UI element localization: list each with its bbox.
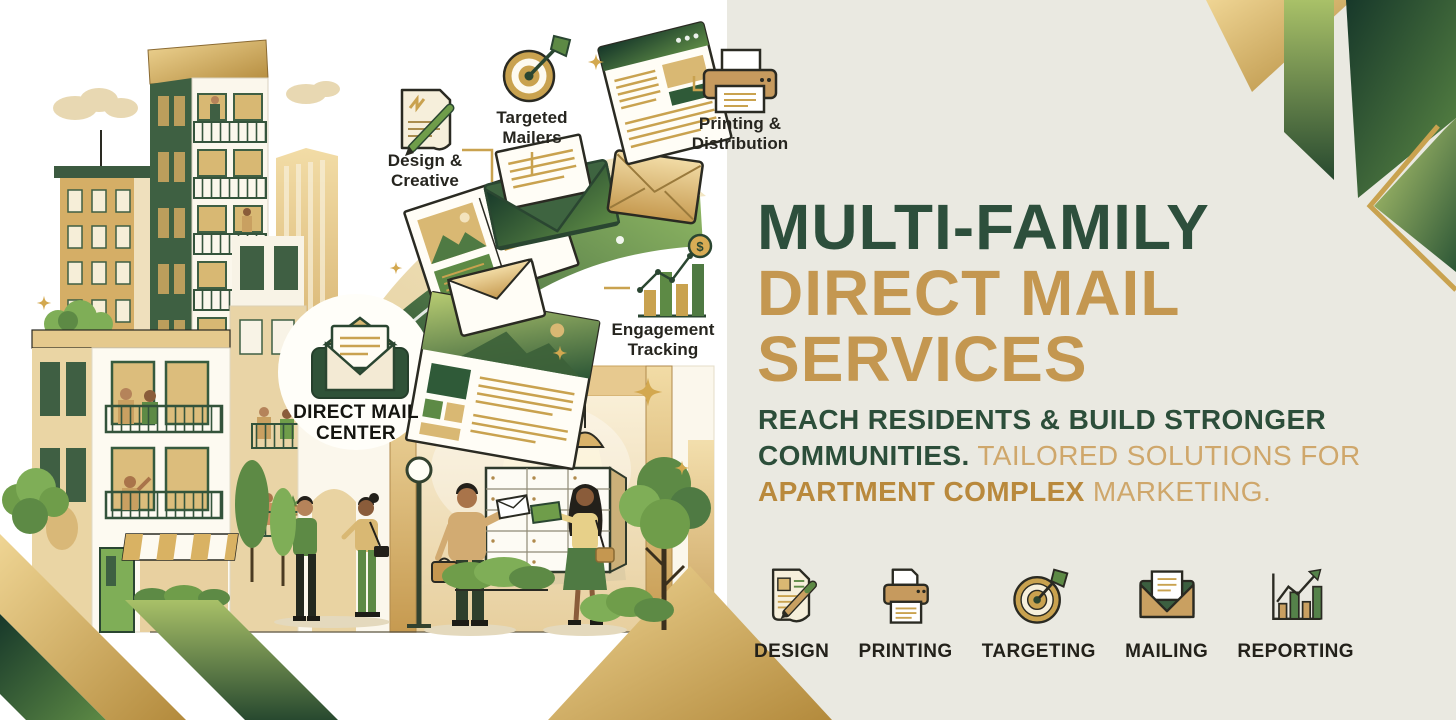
- hero-title-line3: SERVICES: [757, 323, 1088, 395]
- design-icon: [771, 568, 817, 623]
- gold-envelope-icon: [606, 149, 704, 225]
- sparkle-icon: [36, 53, 690, 476]
- target-arrow-icon: [502, 34, 572, 103]
- white-envelope-icon: [447, 258, 547, 337]
- hero-subtitle: REACH RESIDENTS & BUILD STRONGER COMMUNI…: [758, 402, 1361, 510]
- document-pencil-icon: [400, 88, 455, 156]
- clouds: [53, 81, 340, 120]
- lamppost: [405, 456, 433, 628]
- right-panel-background: [727, 0, 1456, 720]
- awning: [121, 533, 239, 561]
- service-label: REPORTING: [1237, 641, 1354, 662]
- hero-title-line2: DIRECT MAIL: [757, 257, 1181, 329]
- residents-talking: [293, 493, 389, 621]
- services-row: DESIGN PRINTING TAR: [754, 564, 1354, 663]
- service-design: DESIGN: [754, 564, 829, 663]
- hero: MULTI-FAMILY DIRECT MAIL SERVICES: [757, 194, 1210, 392]
- badge-direct-mail-center-label: DIRECT MAIL CENTER: [293, 402, 419, 445]
- subtitle-line2: COMMUNITIES. TAILORED SOLUTIONS FOR: [758, 440, 1361, 471]
- flyer-icon: [405, 291, 601, 471]
- target-icon: [1013, 568, 1069, 624]
- green-envelope-icon: [483, 133, 621, 251]
- service-mailing: MAILING: [1125, 564, 1208, 663]
- service-label: DESIGN: [754, 641, 830, 662]
- service-reporting: REPORTING: [1237, 564, 1354, 663]
- resident-receiving-mail: [529, 484, 615, 625]
- hero-title-line1: MULTI-FAMILY: [757, 191, 1210, 263]
- callout-engagement-tracking: Engagement Tracking: [611, 320, 715, 359]
- printer-icon: [882, 568, 929, 624]
- engagement-chart-icon: $: [637, 233, 713, 318]
- corner-decoration-top-right: [1206, 0, 1456, 292]
- gold-triangle-decoration: [548, 566, 832, 720]
- callout-targeted-mailers: Targeted Mailers: [496, 108, 568, 147]
- direct-mail-center-badge: [278, 294, 434, 450]
- bar-chart-icon: [1271, 568, 1323, 620]
- subtitle-line1: REACH RESIDENTS & BUILD STRONGER: [758, 404, 1327, 435]
- dollar-sign: $: [696, 239, 704, 254]
- printer-icon: [702, 48, 778, 114]
- browser-card-icon: [597, 21, 733, 166]
- trees-and-bushes: [2, 457, 711, 630]
- callout-printing-distribution: Printing & Distribution: [691, 114, 789, 153]
- corner-decoration-bottom-left: [0, 534, 338, 720]
- subtitle-line3: APARTMENT COMPLEX MARKETING.: [758, 476, 1272, 507]
- open-envelope-icon: [322, 316, 398, 392]
- service-label: TARGETING: [981, 641, 1096, 662]
- flying-mailers: [403, 21, 733, 471]
- service-label: MAILING: [1125, 641, 1209, 662]
- apartment-building: [31, 300, 239, 633]
- mail-carrier: [431, 483, 531, 626]
- service-printing: PRINTING: [859, 564, 953, 663]
- callout-design-creative: Design & Creative: [387, 151, 463, 190]
- service-label: PRINTING: [858, 641, 953, 662]
- service-targeting: TARGETING: [982, 564, 1096, 663]
- envelope-icon: [1138, 570, 1195, 619]
